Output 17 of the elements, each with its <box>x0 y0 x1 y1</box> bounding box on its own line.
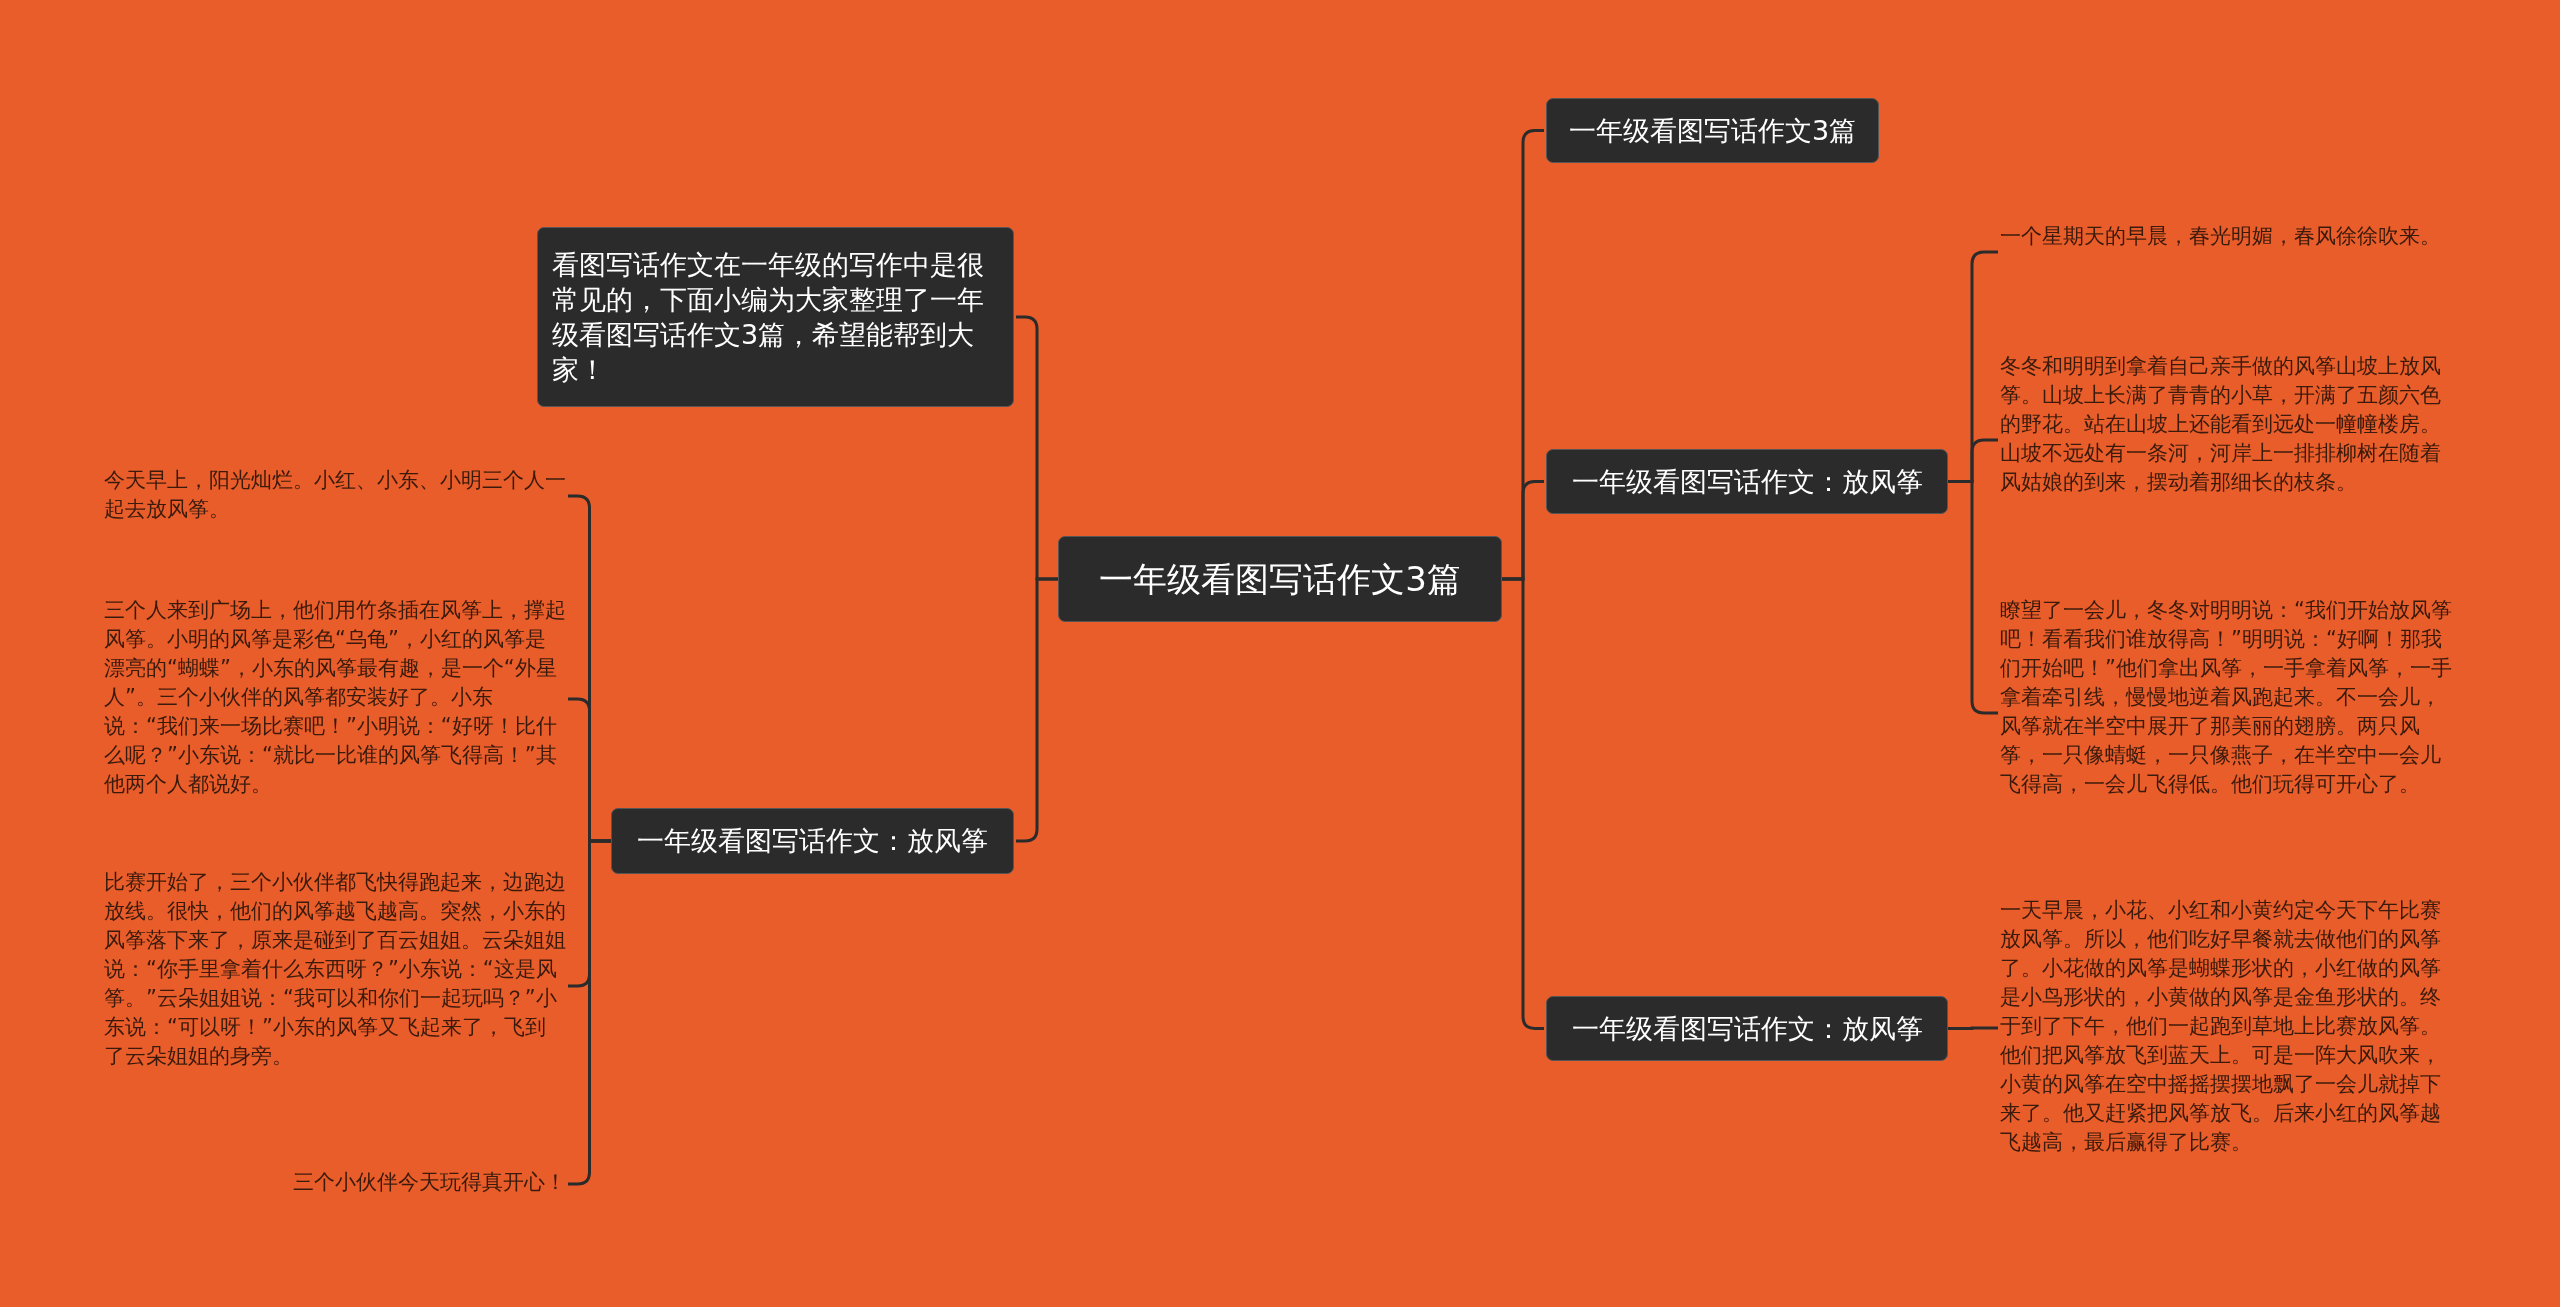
topic-box: 看图写话作文在一年级的写作中是很常见的，下面小编为大家整理了一年级看图写话作文3篇，希望能帮到大家！ <box>537 227 1014 407</box>
paragraph-text: 一天早晨，小花、小红和小黄约定今天下午比赛放风筝。所以，他们吃好早餐就去做他们的风筝了。小花做的风筝是蝴蝶形状的，小红做的风筝是小鸟形状的，小黄做的风筝是金鱼形状的。终于到了下午，他们一起跑到草地上比赛放风筝。他们把风筝放飞到蓝天上。可是一阵大风吹来，小黄的风筝在空中摇摇摆摆地飘了一会儿就掉下来了。他又赶紧把风筝放飞。后来小红的风筝越飞越高，最后赢得了比赛。 <box>2000 896 2458 1157</box>
topic-box: 一年级看图写话作文：放风筝 <box>1546 449 1948 514</box>
topic-box: 一年级看图写话作文：放风筝 <box>1546 996 1948 1061</box>
paragraph-text: 一个星期天的早晨，春光明媚，春风徐徐吹来。 <box>2000 222 2458 251</box>
paragraph-text: 三个人来到广场上，他们用竹条插在风筝上，撑起风筝。小明的风筝是彩色“乌龟”，小红的风筝是漂亮的“蝴蝶”，小东的风筝最有趣，是一个“外星人”。三个小伙伴的风筝都安装好了。小东说：“我们来一场比赛吧！”小明说：“好呀！比什么呢？”小东说：“就比一比谁的风筝飞得高！”其他两个人都说好。 <box>104 596 566 799</box>
connector-line <box>1016 577 1058 843</box>
paragraph-text: 今天早上，阳光灿烂。小红、小东、小明三个人一起去放风筝。 <box>104 466 566 524</box>
paragraph-text: 比赛开始了，三个小伙伴都飞快得跑起来，边跑边放线。很快，他们的风筝越飞越高。突然，小东的风筝落下来了，原来是碰到了百云姐姐。云朵姐姐说：“你手里拿着什么东西呀？”小东说：“这是风筝。”云朵姐姐说：“我可以和你们一起玩吗？”小东说：“可以呀！”小东的风筝又飞起来了，飞到了云朵姐姐的身旁。 <box>104 868 566 1071</box>
connector-line <box>1948 1026 1998 1030</box>
paragraph-text: 冬冬和明明到拿着自己亲手做的风筝山坡上放风筝。山坡上长满了青青的小草，开满了五颜六色的野花。站在山坡上还能看到远处一幢幢楼房。山坡不远处有一条河，河岸上一排排柳树在随着风姑娘的到来，摆动着那细长的枝条。 <box>2000 352 2458 497</box>
connector-line <box>1502 577 1544 1030</box>
topic-box: 一年级看图写话作文：放风筝 <box>611 808 1014 874</box>
paragraph-text: 瞭望了一会儿，冬冬对明明说：“我们开始放风筝吧！看看我们谁放得高！”明明说：“好啊！那我们开始吧！”他们拿出风筝，一手拿着风筝，一手拿着牵引线，慢慢地逆着风跑起来。不一会儿，风筝就在半空中展开了那美丽的翅膀。两只风筝，一只像蜻蜓，一只像燕子，在半空中一会儿飞得高，一会儿飞得低。他们玩得可开心了。 <box>2000 596 2458 799</box>
topic-box: 一年级看图写话作文3篇 <box>1546 98 1879 163</box>
paragraph-text: 三个小伙伴今天玩得真开心！ <box>104 1168 566 1197</box>
central-topic-box: 一年级看图写话作文3篇 <box>1058 536 1502 622</box>
